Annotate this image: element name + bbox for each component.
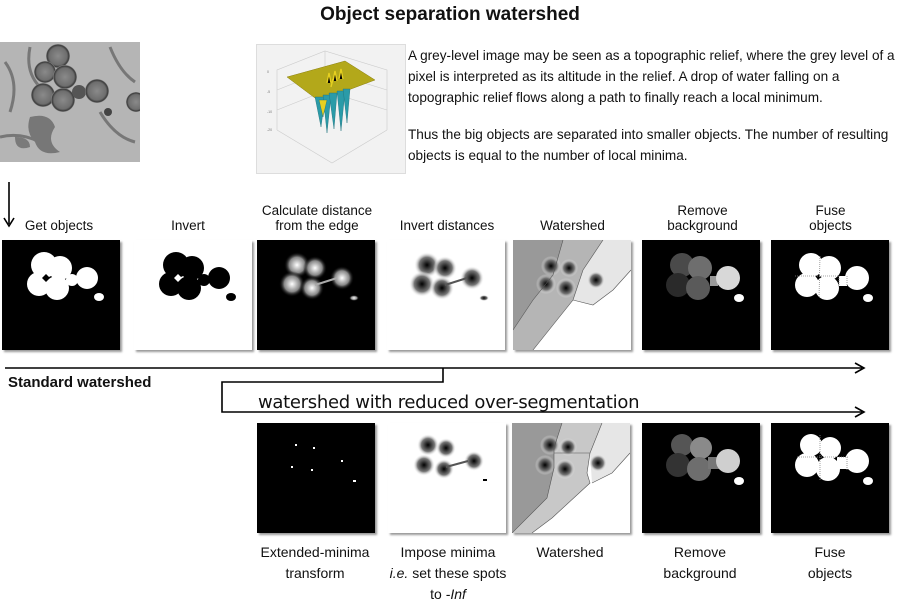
standard-arrowhead-icon	[854, 362, 866, 374]
labeled-regions-image	[666, 253, 744, 302]
svg-text:-20: -20	[267, 128, 272, 132]
panel-fuse-objects	[771, 240, 889, 350]
inverted-distance-image	[409, 252, 489, 301]
reduced-labeled-regions-image	[666, 434, 744, 485]
imposed-minima-image	[413, 434, 487, 481]
panel-invert-distances	[387, 240, 505, 350]
distance-image	[279, 252, 359, 301]
down-arrow	[3, 182, 15, 228]
panel-watershed	[513, 240, 631, 350]
reduced-watershed-label: watershed with reduced over-segmentation	[258, 392, 640, 413]
step-label-invert: Invert	[171, 218, 205, 233]
branch-connector	[221, 368, 862, 413]
binary-objects-image	[27, 252, 104, 301]
reduced-watershed-regions-image	[512, 423, 630, 533]
panel-remove-background-reduced	[642, 423, 760, 533]
fused-objects-image	[795, 253, 873, 302]
step-label-watershed-reduced: Watershed	[536, 544, 604, 560]
panel-remove-background	[642, 240, 760, 350]
step-label-watershed: Watershed	[540, 218, 605, 233]
panel-get-objects	[2, 240, 120, 350]
description-paragraph-1: A grey-level image may be seen as a topo…	[408, 48, 895, 105]
step-label-invert-distances: Invert distances	[399, 218, 495, 233]
panel-extended-minima	[257, 423, 375, 533]
panel-fuse-objects-reduced	[771, 423, 889, 533]
page-title: Object separation watershed	[320, 4, 580, 25]
watershed-regions-image	[513, 240, 631, 350]
source-micrograph-image	[0, 42, 140, 162]
panel-distance-transform	[257, 240, 375, 350]
reduced-arrowhead-icon	[854, 406, 866, 418]
svg-text:-5: -5	[267, 90, 270, 94]
standard-watershed-label: Standard watershed	[8, 374, 152, 391]
panel-watershed-reduced	[512, 423, 630, 533]
reduced-fused-objects-image	[795, 434, 873, 485]
svg-text:-10: -10	[267, 110, 272, 114]
panel-invert	[134, 240, 252, 350]
panel-impose-minima	[388, 423, 506, 533]
flow-arrows	[5, 362, 866, 418]
surface-plot-image: 0 -5 -10 -20	[256, 44, 406, 174]
svg-text:0: 0	[267, 70, 269, 74]
inverted-objects-image	[159, 252, 236, 301]
description-paragraph-2: Thus the big objects are separated into …	[408, 127, 889, 163]
minima-spots-image	[291, 444, 356, 482]
step-label-get-objects: Get objects	[24, 218, 94, 233]
